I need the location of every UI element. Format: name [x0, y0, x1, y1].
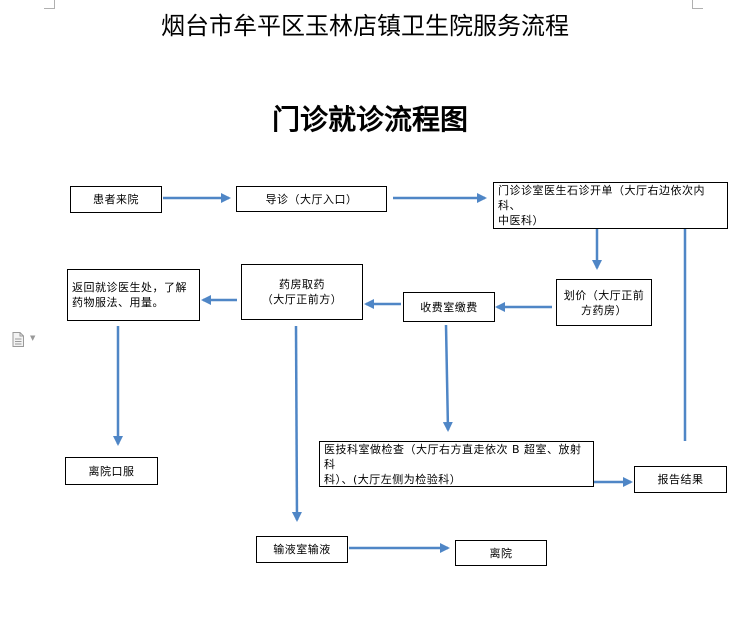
node-payment: 收费室缴费: [403, 292, 495, 322]
node-consultation: 门诊诊室医生石诊开单（大厅右边依次内科、 中医科）: [493, 182, 728, 229]
node-report: 报告结果: [634, 466, 727, 493]
document-icon[interactable]: [12, 332, 24, 347]
node-leave: 离院: [455, 540, 547, 566]
node-pricing: 划价（大厅正前 方药房）: [556, 279, 652, 326]
node-patient-arrival: 患者来院: [70, 186, 162, 213]
node-pharmacy: 药房取药 （大厅正前方）: [241, 264, 363, 320]
chevron-down-icon[interactable]: ▼: [30, 334, 36, 342]
page-corner-mark: [692, 0, 703, 9]
arrow-pharmacy-to-infusion: [291, 325, 302, 522]
document-title: 烟台市牟平区玉林店镇卫生院服务流程: [161, 12, 569, 40]
arrow-payment-to-exam: [442, 324, 453, 432]
node-leave-oral: 离院口服: [65, 457, 158, 485]
node-infusion: 输液室输液: [256, 536, 348, 563]
flowchart-title: 门诊就诊流程图: [271, 103, 468, 136]
node-triage: 导诊（大厅入口）: [236, 186, 387, 212]
node-medtech-exam: 医技科室做检查（大厅右方直走依次 B 超室、放射科 科）、(大厅左侧为检验科）: [319, 441, 594, 487]
page-corner-mark: [44, 0, 55, 9]
node-return-doctor: 返回就诊医生处，了解 药物服法、用量。: [67, 269, 200, 321]
